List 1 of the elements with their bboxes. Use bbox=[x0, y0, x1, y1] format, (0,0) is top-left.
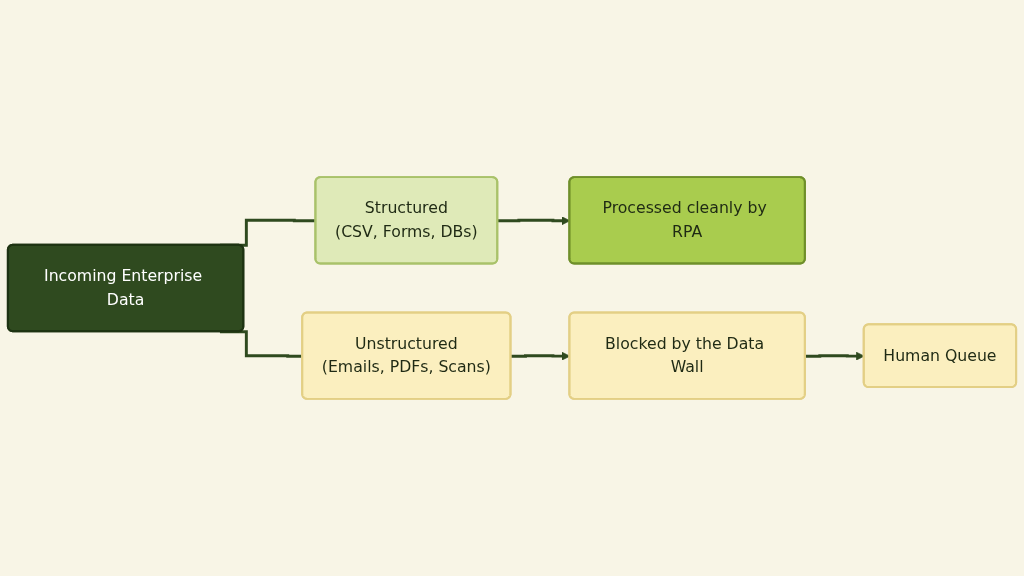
connector bbox=[219, 330, 303, 358]
